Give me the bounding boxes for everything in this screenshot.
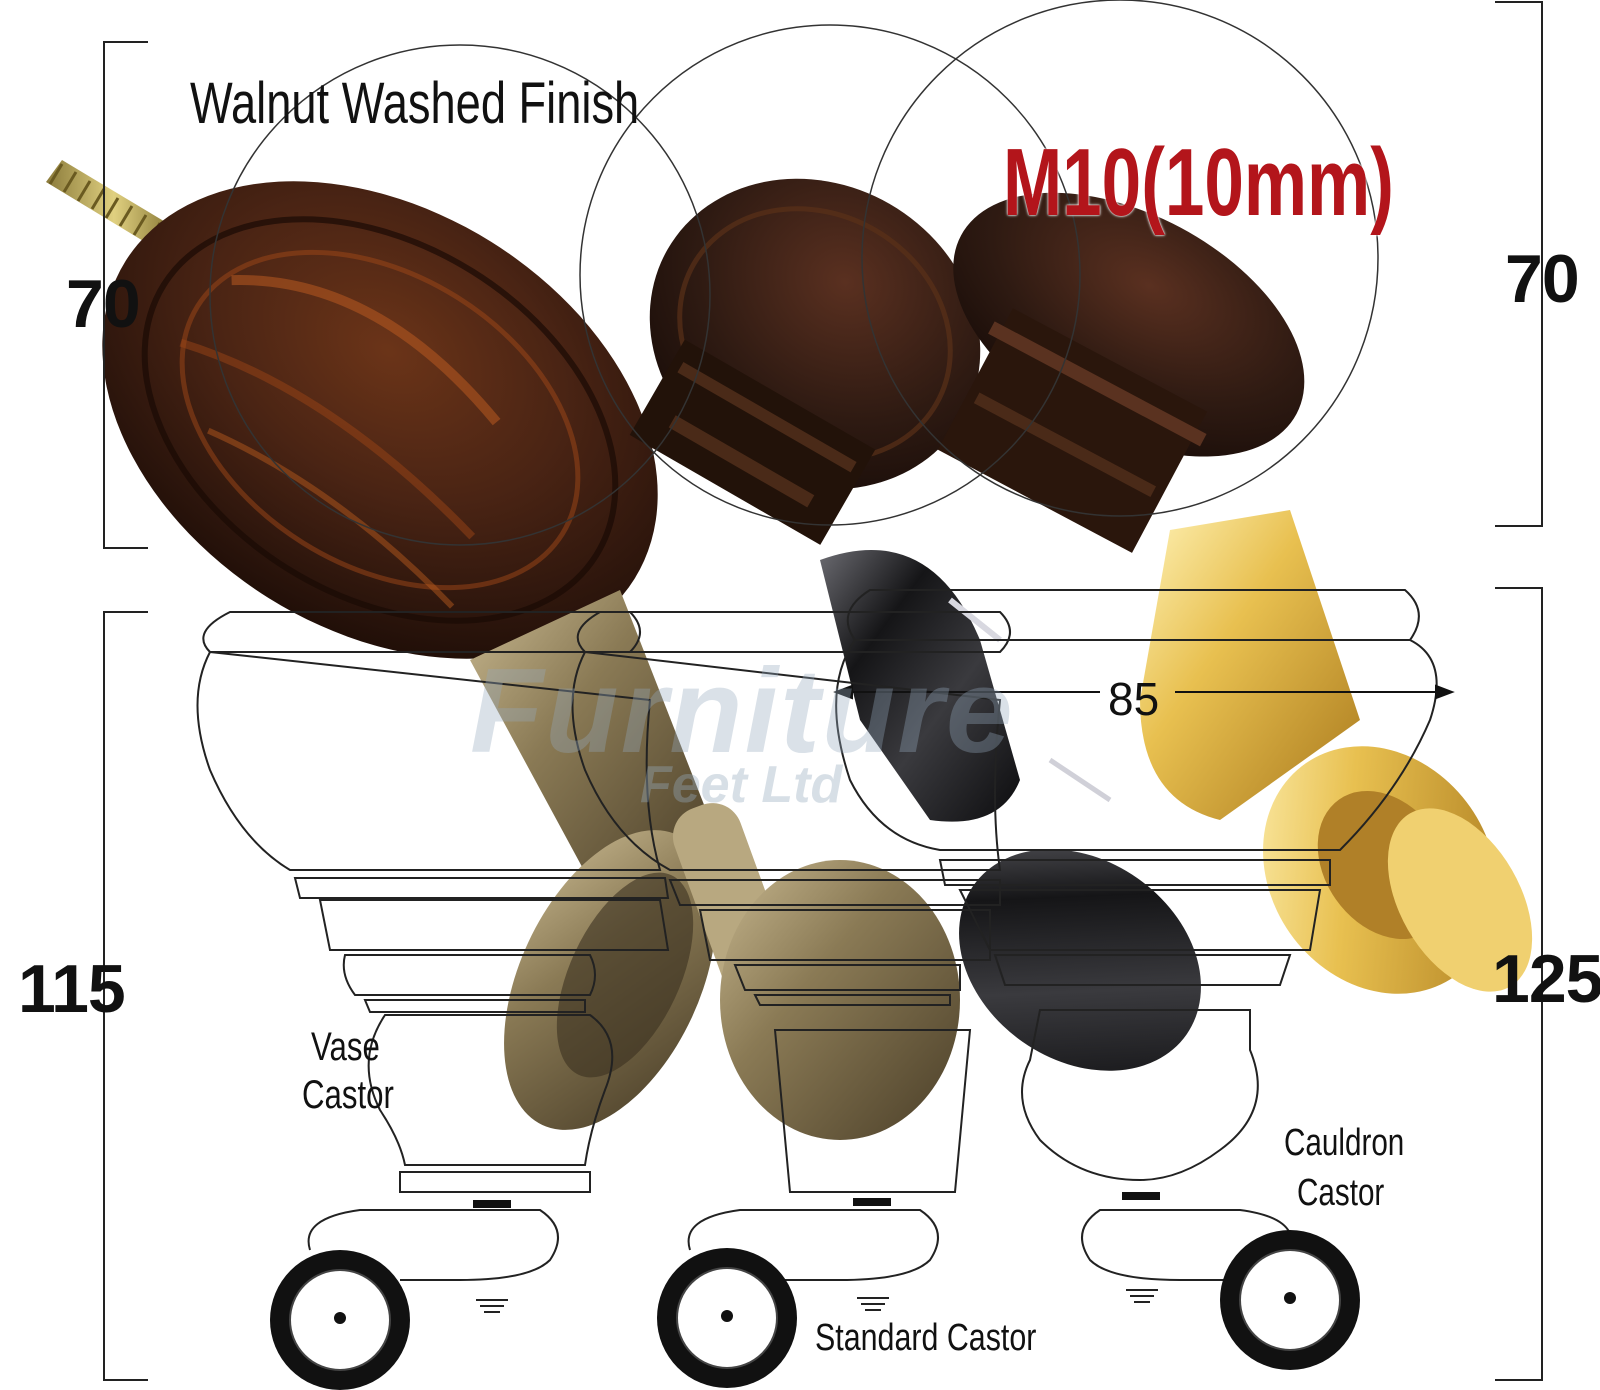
cauldron-castor-label-line1: Cauldron <box>1284 1122 1405 1164</box>
width-arrow <box>833 684 1455 700</box>
standard-castor-wheel <box>657 1209 939 1388</box>
width-dimension-label: 85 <box>1108 673 1160 725</box>
finish-label: Walnut Washed Finish <box>190 71 640 136</box>
vase-castor-label-line1: Vase <box>311 1025 380 1069</box>
dimension-top-right: 70 <box>1505 241 1580 317</box>
cauldron-castor-plate <box>1122 1192 1160 1200</box>
vase-castor-wheel <box>270 1209 559 1390</box>
cauldron-castor-wheel <box>1081 1209 1360 1370</box>
foot-cauldron-castor <box>937 192 1533 994</box>
cauldron-castor-label-line2: Castor <box>1297 1172 1385 1214</box>
vase-castor-label-line2: Castor <box>302 1073 394 1117</box>
watermark-logo: Furniture <box>470 644 1015 778</box>
vase-castor-drawing <box>196 611 670 1193</box>
dimension-bottom-right: 125 <box>1492 941 1600 1017</box>
standard-castor-plate <box>853 1198 891 1206</box>
thread-size-label: M10(10mm) <box>1003 129 1394 236</box>
dimension-brackets <box>103 1 1543 1381</box>
foot-standard-castor <box>629 178 1201 1071</box>
standard-castor-drawing <box>571 611 1011 1193</box>
standard-castor-label: Standard Castor <box>815 1317 1037 1359</box>
dimension-top-left: 70 <box>66 266 141 342</box>
vase-castor-plate <box>473 1200 511 1208</box>
top-profile-circles <box>209 0 1379 546</box>
watermark-tagline: Feet Ltd <box>640 756 843 814</box>
dimension-bottom-left: 115 <box>18 951 126 1027</box>
